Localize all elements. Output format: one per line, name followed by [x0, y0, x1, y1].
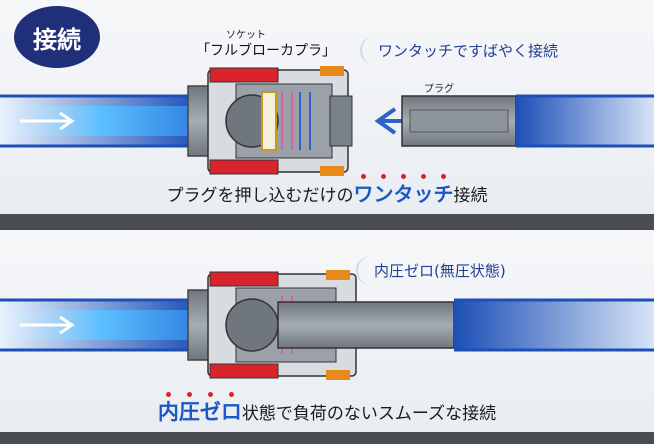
socket-name: 「フルブローカプラ」: [196, 43, 336, 59]
socket-caption: ソケット: [226, 30, 266, 41]
arrow-right-icon: [20, 315, 75, 335]
left-hose-top: [0, 94, 200, 148]
caption-top-emphasis: ワンタッチ: [353, 174, 454, 206]
zero-pressure-callout: 内圧ゼロ(無圧状態): [356, 256, 520, 285]
zero-pressure-callout-text: 内圧ゼロ(無圧状態): [374, 262, 506, 280]
arrow-left-icon: [374, 107, 404, 135]
emphasis-dots: [354, 174, 454, 180]
plug-top: [401, 94, 654, 148]
connect-badge: 接続: [14, 6, 100, 68]
bottom-bar: [0, 432, 654, 444]
caption-bottom-after: 状態で負荷のないスムーズな接続: [241, 404, 497, 424]
one-touch-callout: ワンタッチですばやく接続: [360, 36, 572, 65]
arrow-right-icon: [20, 111, 75, 131]
one-touch-callout-text: ワンタッチですばやく接続: [378, 42, 559, 60]
plug-inserted: [277, 298, 654, 352]
caption-top-before: プラグを押し込むだけの: [166, 186, 354, 206]
caption-bottom: 内圧ゼロ状態で負荷のないスムーズな接続: [0, 392, 654, 426]
caption-top-emphasis-text: ワンタッチ: [353, 182, 454, 206]
plug-caption: プラグ: [424, 84, 454, 95]
caption-bottom-emphasis-text: 内圧ゼロ: [157, 400, 242, 424]
divider-bar: [0, 214, 654, 230]
left-hose-bottom: [0, 298, 200, 352]
caption-top: プラグを押し込むだけのワンタッチ接続: [0, 174, 654, 207]
emphasis-dots: [158, 392, 242, 398]
caption-top-after: 接続: [453, 186, 488, 206]
valve-ball: [225, 298, 279, 352]
caption-bottom-emphasis: 内圧ゼロ: [157, 392, 242, 424]
socket-top: [187, 66, 353, 176]
